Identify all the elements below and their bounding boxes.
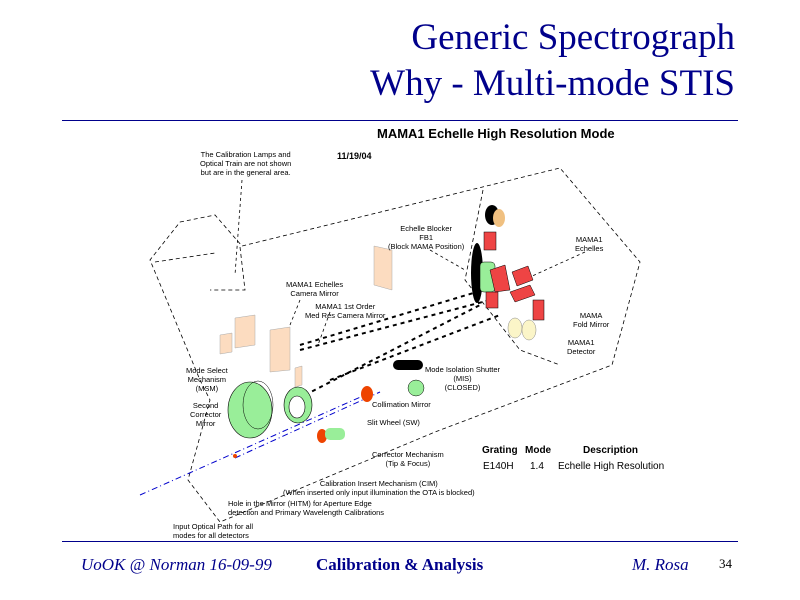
table-header-mode: Mode: [525, 445, 552, 456]
label-fold-mirror: MAMA Fold Mirror: [573, 311, 610, 329]
camera-mirrors: [219, 245, 393, 388]
footer-divider: [62, 541, 738, 542]
label-corrector-mechanism: Corrector Mechanism (Tip & Focus): [372, 450, 444, 468]
label-calibration-lamps: The Calibration Lamps and Optical Train …: [200, 150, 292, 177]
label-hitm: Hole in the Mirror (HITM) for Aperture E…: [228, 499, 385, 517]
page-number: 34: [719, 556, 732, 571]
table-cell-grating: E140H: [483, 461, 514, 472]
diagram-date: 11/19/04: [337, 151, 372, 161]
label-mis: Mode Isolation Shutter (MIS) (CLOSED): [425, 365, 501, 392]
footer-venue: UoOK @ Norman 16-09-99: [81, 555, 272, 574]
label-second-corrector: Second Corrector Mirror: [190, 401, 222, 428]
label-echelle-blocker: Echelle Blocker FB1 (Block MAMA Position…: [388, 224, 465, 251]
front-mechanisms: [227, 360, 425, 458]
footer-topic: Calibration & Analysis: [316, 555, 484, 574]
input-beam: [139, 391, 381, 496]
slide-title-line1: Generic Spectrograph: [411, 17, 735, 58]
label-input-path: Input Optical Path for all modes for all…: [173, 522, 254, 540]
light-paths: [299, 284, 501, 396]
label-msm: Mode Select Mechanism (MSM): [186, 366, 228, 393]
label-first-order-camera-mirror: MAMA1 1st Order Med Res Camera Mirror: [305, 302, 386, 320]
table-header-grating: Grating: [482, 445, 518, 456]
table-cell-description: Echelle High Resolution: [558, 461, 665, 472]
slide-title-line2: Why - Multi-mode STIS: [370, 63, 735, 104]
leader-lines: [234, 179, 586, 346]
label-echelles-camera-mirror: MAMA1 Echelles Camera Mirror: [286, 280, 344, 298]
title-divider: [62, 120, 738, 121]
label-mama1-echelles: MAMA1 Echelles: [575, 235, 604, 253]
table-header-description: Description: [583, 445, 639, 456]
diagram-heading: MAMA1 Echelle High Resolution Mode: [377, 126, 615, 141]
label-slit-wheel: Slit Wheel (SW): [367, 418, 420, 427]
label-cim: Calibration Insert Mechanism (CIM) (When…: [283, 479, 475, 497]
label-detector: MAMA1 Detector: [567, 338, 596, 356]
label-collimation-mirror: Collimation Mirror: [372, 400, 431, 409]
echelle-components: [471, 205, 545, 341]
table-cell-mode: 1.4: [530, 461, 544, 472]
footer-author: M. Rosa: [632, 555, 689, 574]
enclosure-outline: [149, 167, 641, 523]
